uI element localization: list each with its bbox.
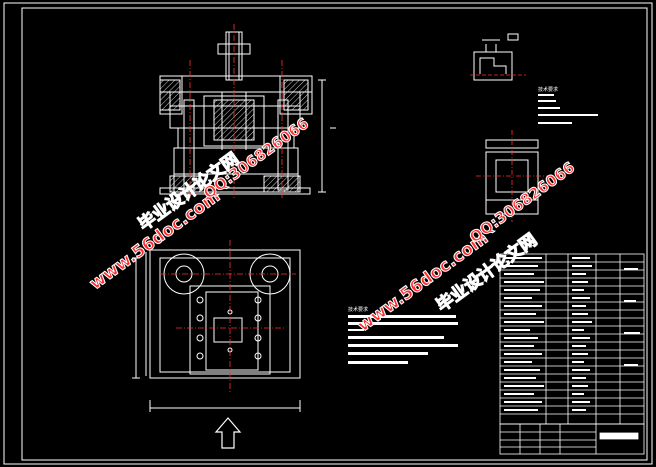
assembly-section-view [159, 31, 336, 195]
drawing-inner-frame [21, 7, 648, 461]
plan-centerlines [160, 240, 296, 394]
technical-notes-title: 技术要求 [348, 307, 369, 313]
technical-notes-block [348, 315, 458, 364]
title-block [499, 423, 645, 455]
bom-cell-text [504, 257, 640, 411]
detail-note-title: 技术要求 [538, 87, 559, 93]
detail-note-lines [538, 94, 598, 124]
direction-arrow-icon [214, 417, 242, 449]
detail-view-part [473, 33, 519, 81]
strip-centerlines [476, 130, 548, 222]
drawing-outer-frame [3, 2, 653, 465]
bill-of-materials-table [499, 253, 645, 425]
section-centerlines [189, 24, 283, 200]
